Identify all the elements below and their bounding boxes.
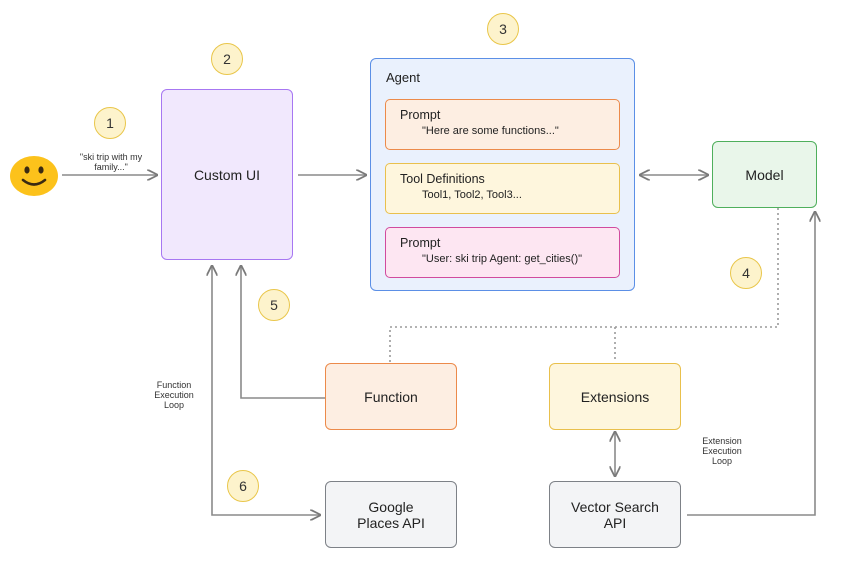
prompt-instructions-text: "Here are some functions..." <box>422 125 559 137</box>
step-badge-3: 3 <box>487 13 519 45</box>
function-box: Function <box>325 363 457 430</box>
google-places-api-label: Google Places API <box>357 498 425 531</box>
step-badge-5: 5 <box>258 289 290 321</box>
vector-search-api-box: Vector Search API <box>549 481 681 548</box>
google-places-api-box: Google Places API <box>325 481 457 548</box>
extension-execution-loop-label: Extension Execution Loop <box>702 436 742 466</box>
custom-ui-box: Custom UI <box>161 89 293 260</box>
prompt-instructions-box: Prompt "Here are some functions..." <box>385 99 620 150</box>
agent-container: Agent Prompt "Here are some functions...… <box>370 58 635 291</box>
agent-title: Agent <box>386 70 420 85</box>
model-label: Model <box>745 166 784 183</box>
prompt-instructions-title: Prompt <box>400 108 441 122</box>
function-label: Function <box>364 388 418 405</box>
function-execution-loop-label: Function Execution Loop <box>154 380 194 410</box>
tool-definitions-box: Tool Definitions Tool1, Tool2, Tool3... <box>385 163 620 214</box>
extensions-box: Extensions <box>549 363 681 430</box>
tool-definitions-text: Tool1, Tool2, Tool3... <box>422 189 522 201</box>
step-badge-4: 4 <box>730 257 762 289</box>
extensions-label: Extensions <box>580 388 650 405</box>
step-badge-2: 2 <box>211 43 243 75</box>
vector-search-api-label: Vector Search API <box>571 498 659 531</box>
user-query-label: "ski trip with my family..." <box>79 152 143 172</box>
prompt-conversation-text: "User: ski trip Agent: get_cities()" <box>422 253 583 265</box>
prompt-conversation-box: Prompt "User: ski trip Agent: get_cities… <box>385 227 620 278</box>
prompt-conversation-title: Prompt <box>400 236 441 250</box>
step-badge-1: 1 <box>94 107 126 139</box>
step-badge-6: 6 <box>227 470 259 502</box>
custom-ui-label: Custom UI <box>193 166 261 183</box>
smiley-face-icon <box>8 155 60 197</box>
model-box: Model <box>712 141 817 208</box>
tool-definitions-title: Tool Definitions <box>400 172 485 186</box>
